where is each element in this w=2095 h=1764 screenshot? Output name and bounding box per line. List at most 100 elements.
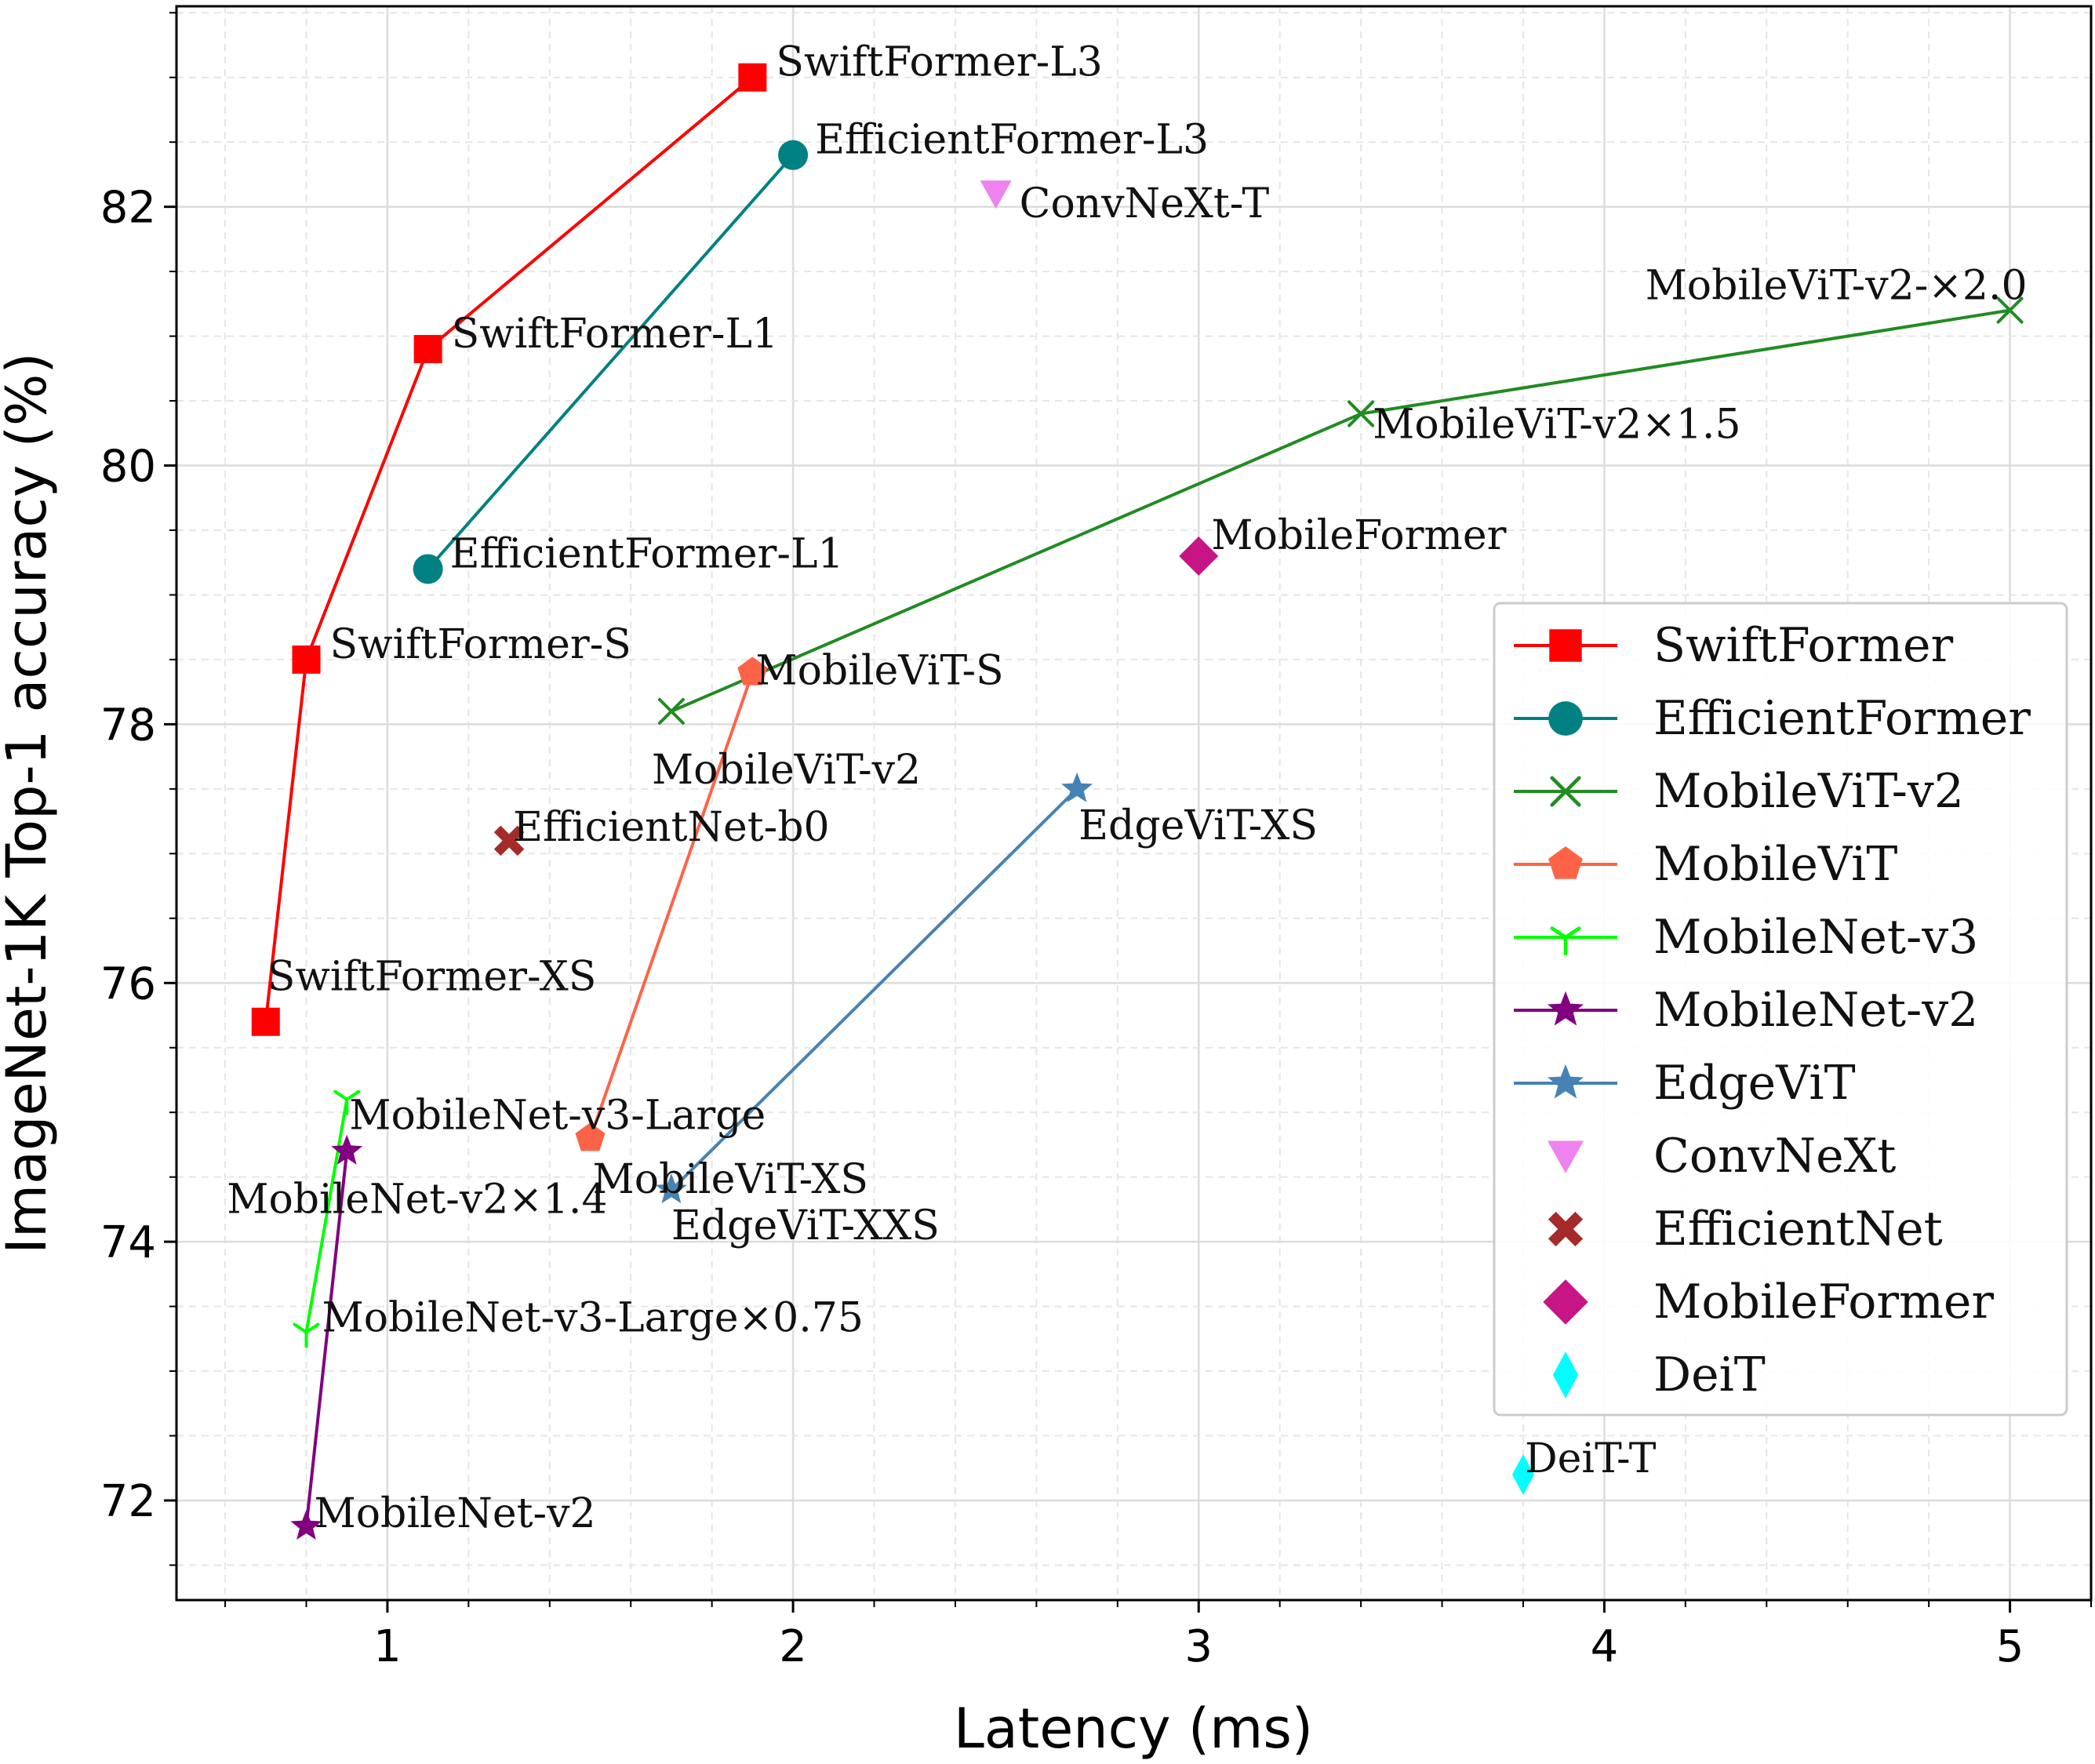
legend-entry: SwiftFormer <box>1514 618 1954 673</box>
x-tick-label: 4 <box>1591 1621 1619 1672</box>
plot-series <box>251 63 2024 1540</box>
series-mobilevit-v2 <box>657 296 2024 725</box>
legend-entry: EdgeViT <box>1514 1056 1856 1111</box>
legend-entry: DeiT <box>1552 1348 1766 1402</box>
data-point <box>292 645 321 674</box>
legend-label: MobileFormer <box>1653 1275 1994 1329</box>
data-point <box>290 1510 322 1540</box>
legend-entry: EfficientNet <box>1548 1202 1943 1257</box>
legend-label: DeiT <box>1653 1348 1766 1402</box>
series-swiftformer <box>251 63 767 1036</box>
legend-entry: EfficientFormer <box>1514 691 2031 746</box>
legend-entry: MobileNet-v2 <box>1514 983 1978 1038</box>
point-label: MobileViT-v2×1.5 <box>1373 402 1740 449</box>
legend-entry: MobileFormer <box>1543 1275 1994 1329</box>
point-label: MobileNet-v3-Large×0.75 <box>322 1295 863 1342</box>
y-tick-label: 80 <box>100 442 156 493</box>
point-label: MobileFormer <box>1211 512 1506 559</box>
data-point <box>738 63 767 92</box>
data-point <box>1511 1454 1534 1496</box>
y-tick-label: 82 <box>100 183 156 234</box>
legend-entry: MobileNet-v3 <box>1514 910 1978 965</box>
legend-marker <box>1548 991 1584 1026</box>
legend-marker <box>1548 1211 1584 1247</box>
point-label: MobileViT-v2-×2.0 <box>1646 263 2028 310</box>
x-tick-label: 2 <box>779 1621 807 1672</box>
data-point <box>657 697 685 725</box>
point-label: MobileViT-S <box>755 647 1003 694</box>
legend-label: ConvNeXt <box>1653 1129 1896 1184</box>
point-label: MobileNet-v2 <box>314 1490 595 1537</box>
series-line <box>427 154 795 570</box>
point-label: EdgeViT-XS <box>1078 802 1318 849</box>
series-efficientnet <box>493 825 525 857</box>
point-label: EfficientNet-b0 <box>513 804 830 851</box>
point-label: SwiftFormer-S <box>329 621 631 668</box>
y-tick-label: 76 <box>100 958 156 1009</box>
point-label: EdgeViT-XXS <box>671 1202 940 1249</box>
point-label: DeiT-T <box>1525 1435 1657 1482</box>
series-convnext <box>980 180 1012 209</box>
legend-entry: MobileViT-v2 <box>1514 764 1964 819</box>
legend: SwiftFormerEfficientFormerMobileViT-v2Mo… <box>1493 602 2068 1417</box>
y-tick-label: 78 <box>100 700 156 751</box>
data-point <box>293 1322 320 1348</box>
data-point <box>575 1122 606 1151</box>
series-line <box>264 76 754 1022</box>
plot-frame <box>175 5 2093 1602</box>
x-tick-label: 5 <box>1996 1621 2024 1672</box>
legend-label: EdgeViT <box>1653 1056 1856 1111</box>
y-tick-label: 72 <box>100 1476 156 1527</box>
point-label: MobileViT-v2 <box>652 747 921 794</box>
data-point <box>778 140 809 170</box>
legend-marker <box>1548 1140 1584 1173</box>
data-point <box>980 180 1012 209</box>
legend-label: MobileViT-v2 <box>1653 764 1964 819</box>
legend-label: EfficientNet <box>1653 1202 1943 1257</box>
data-point <box>251 1007 280 1036</box>
legend-marker <box>1548 1064 1584 1099</box>
data-point <box>413 554 443 584</box>
series-efficientformer <box>413 140 809 584</box>
data-point <box>1061 772 1093 802</box>
point-label: MobileNet-v3-Large <box>349 1093 766 1140</box>
x-tick-label: 1 <box>373 1621 402 1672</box>
legend-marker <box>1548 701 1583 736</box>
series-line <box>304 1151 349 1527</box>
point-label: ConvNeXt-T <box>1020 180 1270 227</box>
y-tick-label: 74 <box>100 1217 156 1268</box>
x-axis-title: Latency (ms) <box>954 1697 1313 1761</box>
legend-label: MobileNet-v2 <box>1653 983 1978 1038</box>
x-tick-label: 3 <box>1184 1621 1213 1672</box>
point-label: SwiftFormer-L3 <box>776 39 1102 86</box>
legend-marker <box>1543 1279 1588 1325</box>
legend-box <box>1493 602 2068 1417</box>
series-edgevit <box>656 772 1093 1204</box>
data-point <box>333 1089 361 1115</box>
legend-label: SwiftFormer <box>1653 618 1954 673</box>
point-label: MobileNet-v2×1.4 <box>227 1177 607 1224</box>
data-point <box>413 335 442 364</box>
point-label: MobileViT-XS <box>593 1156 868 1203</box>
series-line <box>670 787 1078 1191</box>
point-label: EfficientFormer-L3 <box>815 117 1209 164</box>
point-label: SwiftFormer-L1 <box>452 311 778 358</box>
series-line <box>304 1099 349 1333</box>
data-point <box>493 825 525 857</box>
point-label: EfficientFormer-L1 <box>450 530 844 577</box>
legend-marker <box>1550 776 1581 807</box>
legend-marker <box>1552 1351 1579 1398</box>
legend-label: EfficientFormer <box>1653 691 2031 746</box>
data-point <box>656 1173 687 1204</box>
legend-entry: ConvNeXt <box>1548 1129 1896 1184</box>
legend-marker <box>1549 629 1582 662</box>
series-line <box>588 671 755 1139</box>
point-label: SwiftFormer-XS <box>267 954 597 1001</box>
series-deit <box>1511 1454 1534 1496</box>
series-mobilenet-v3 <box>293 1089 361 1348</box>
series-mobileformer <box>1179 536 1219 576</box>
data-point <box>1348 400 1375 427</box>
y-axis-title: ImageNet-1K Top-1 accuracy (%) <box>0 352 59 1253</box>
data-point <box>1996 296 2024 324</box>
